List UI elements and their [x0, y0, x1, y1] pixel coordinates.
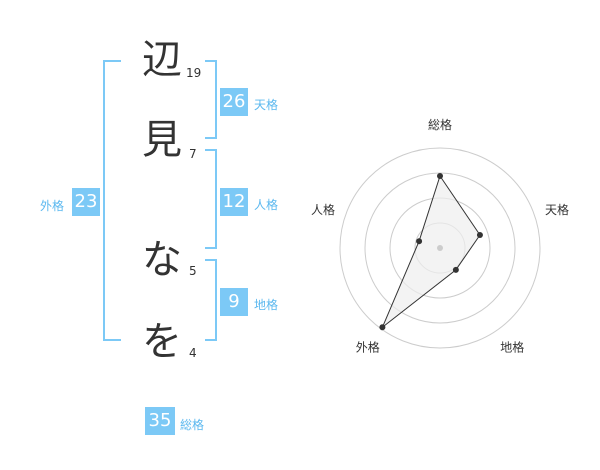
gaikaku-label: 外格: [40, 199, 65, 213]
radar-point-1: [437, 173, 443, 179]
radar-center-point: [437, 245, 443, 251]
chikaku-label: 地格: [254, 298, 279, 312]
soukaku-label: 総格: [180, 418, 205, 432]
chikaku-value-badge: 9: [220, 288, 248, 316]
radar-point-3: [452, 266, 459, 273]
jinkaku-label: 人格: [254, 198, 279, 212]
radar-axis-label-5: 人格: [311, 202, 335, 217]
stroke-count-3: 5: [189, 264, 197, 278]
radar-point-4: [379, 324, 386, 331]
jinkaku-value-badge: 12: [220, 188, 248, 216]
radar-axis-label-1: 総格: [428, 117, 452, 132]
soukaku-value-badge: 35: [145, 407, 175, 435]
tenkaku-bracket: [205, 60, 217, 139]
radar-axis-label-3: 地格: [500, 340, 524, 355]
name-char-3: な: [142, 237, 182, 283]
jinkaku-bracket: [205, 149, 217, 249]
radar-point-2: [476, 232, 483, 239]
radar-ring-4: [339, 147, 541, 349]
stroke-count-2: 7: [189, 147, 197, 161]
radar-axis-label-4: 外格: [356, 340, 380, 355]
name-char-4: を: [142, 319, 182, 365]
name-char-1: 辺: [142, 37, 182, 83]
stroke-count-4: 4: [189, 346, 197, 360]
radar-polygon: [381, 174, 481, 328]
gaikaku-value-badge: 23: [72, 188, 100, 216]
chikaku-bracket: [205, 259, 217, 341]
gaikaku-bracket: [103, 60, 121, 341]
radar-axis-label-2: 天格: [545, 202, 569, 217]
tenkaku-label: 天格: [254, 98, 279, 112]
stroke-count-1: 19: [186, 66, 202, 80]
tenkaku-value-badge: 26: [220, 88, 248, 116]
radar-point-5: [416, 238, 423, 245]
name-char-2: 見: [142, 117, 182, 163]
